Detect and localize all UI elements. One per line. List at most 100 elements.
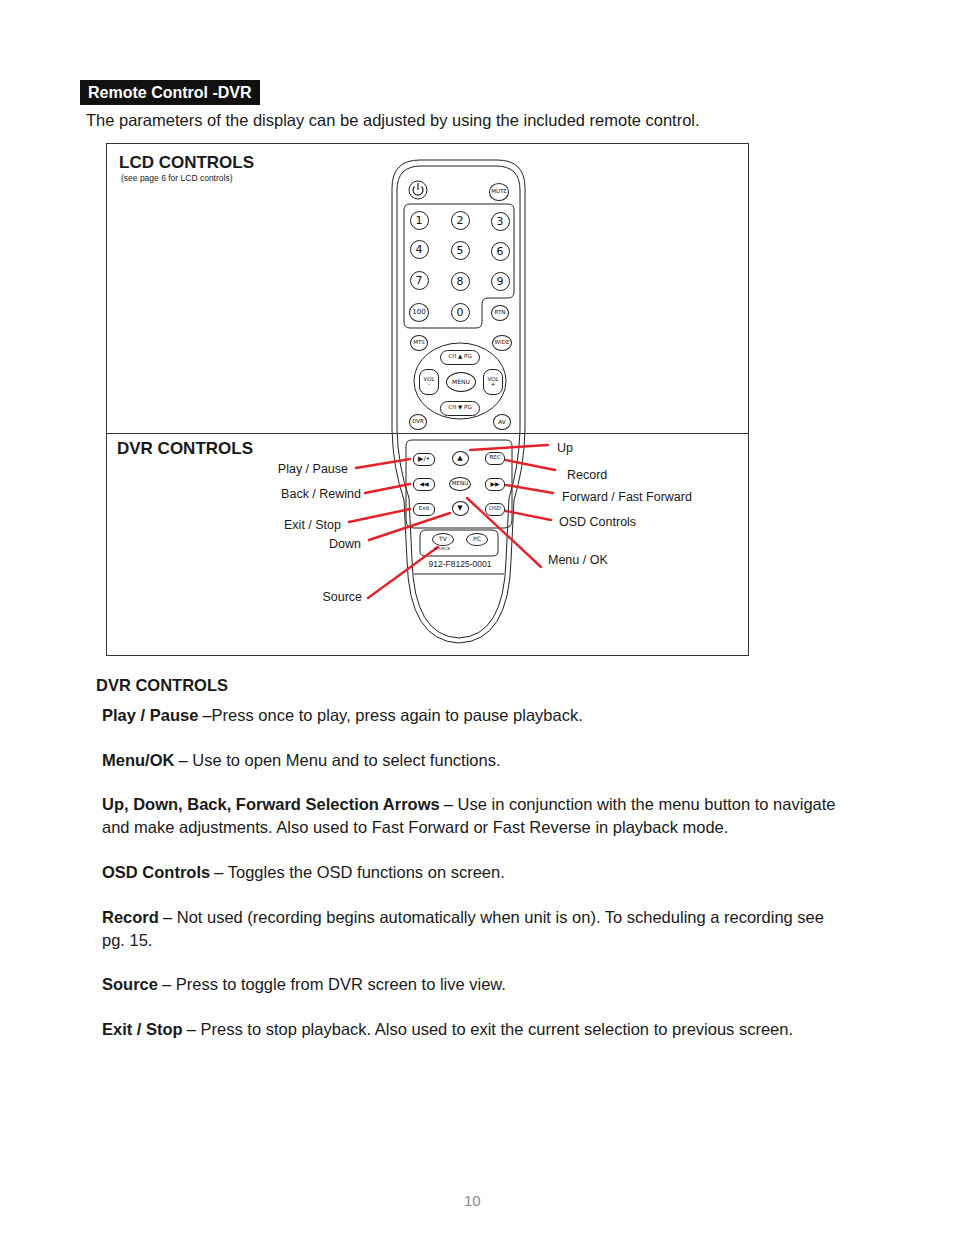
- dvr-controls-panel: DVR CONTROLS▶/•▲REC◀◀MENU▶▶Exit▼OSDTVPC: [106, 433, 749, 656]
- dvr-section-recess: [406, 440, 512, 528]
- callout-label: Down: [328, 537, 362, 551]
- button-label: DVR: [412, 419, 424, 425]
- control-description: – Not used (recording begins automatical…: [102, 908, 824, 949]
- button-label: 1: [416, 215, 423, 226]
- model-number: 912-F8125-0001: [429, 560, 492, 569]
- button-label: 9: [497, 276, 504, 287]
- description-paragraph: Source– Press to toggle from DVR screen …: [102, 973, 847, 996]
- remote-button: VOL+: [483, 369, 503, 395]
- button-label: 0: [457, 307, 464, 318]
- leader-line: [368, 547, 438, 598]
- button-label: OSD: [489, 506, 501, 512]
- page-number: 10: [464, 1192, 481, 1209]
- button-label: CH ▼ PG: [448, 405, 471, 411]
- leader-line: [356, 459, 410, 468]
- leader-line: [349, 509, 410, 522]
- remote-button: MENU: [449, 477, 471, 491]
- remote-button: ▼: [452, 501, 469, 516]
- callout-label: Play / Pause: [277, 462, 349, 476]
- remote-button: CH ▲ PG: [440, 350, 480, 365]
- remote-button: MTS: [410, 335, 428, 351]
- button-label: MENU: [452, 379, 470, 385]
- source-caption: SOURCE: [434, 548, 450, 552]
- remote-button: 6: [491, 242, 510, 261]
- button-label: CH ▲ PG: [448, 354, 471, 360]
- button-label: RTN: [495, 310, 506, 316]
- callout-label: Exit / Stop: [283, 518, 342, 532]
- button-label: REC: [489, 455, 500, 461]
- control-description: –Press once to play, press again to paus…: [202, 706, 582, 724]
- button-label: 6: [497, 246, 504, 257]
- description-paragraph: Menu/OK– Use to open Menu and to select …: [102, 749, 847, 772]
- navigation-ring: [414, 343, 506, 419]
- title-bar: Remote Control -DVR: [80, 80, 260, 105]
- leader-line: [506, 460, 555, 470]
- button-label: PC: [473, 536, 481, 542]
- callout-label: Up: [556, 441, 574, 455]
- button-label: +: [491, 382, 496, 388]
- remote-button: 2: [451, 211, 470, 230]
- button-label: 2: [457, 215, 464, 226]
- description-paragraph: Up, Down, Back, Forward Selection Arrows…: [102, 793, 847, 839]
- remote-button: MENU: [446, 372, 476, 392]
- callout-label: Record: [566, 468, 608, 482]
- remote-button: DVR: [409, 414, 427, 430]
- callout-label: Back / Rewind: [280, 487, 362, 501]
- callout-label: Menu / OK: [547, 553, 609, 567]
- panel-heading: LCD CONTROLS: [119, 153, 254, 173]
- remote-button: REC: [485, 452, 505, 465]
- remote-button: AV: [493, 414, 511, 430]
- button-label: MENU: [452, 481, 468, 487]
- remote-button: TV: [432, 533, 454, 546]
- callout-label: Source: [321, 590, 363, 604]
- button-label: WIDE: [495, 340, 510, 346]
- label-plate-line: [414, 574, 504, 575]
- button-label: ◀◀: [419, 481, 428, 487]
- button-label: Exit: [419, 506, 429, 512]
- control-description: – Press to stop playback. Also used to e…: [187, 1020, 793, 1038]
- callout-label: Forward / Fast Forward: [561, 490, 693, 504]
- leader-line: [506, 485, 553, 493]
- button-label: AV: [498, 419, 506, 425]
- leader-line: [470, 445, 548, 450]
- button-label: 3: [497, 216, 504, 227]
- button-label: ▶/•: [418, 456, 430, 463]
- description-paragraph: Play / Pause–Press once to play, press a…: [102, 704, 847, 727]
- control-description: – Toggles the OSD functions on screen.: [214, 863, 504, 881]
- control-term: Up, Down, Back, Forward Selection Arrows: [102, 795, 440, 813]
- button-label: MTS: [413, 340, 425, 346]
- button-label: -: [428, 382, 430, 388]
- remote-button: 7: [410, 271, 429, 290]
- intro-text: The parameters of the display can be adj…: [86, 111, 700, 130]
- callout-label: OSD Controls: [558, 515, 637, 529]
- remote-button: 0: [451, 303, 470, 322]
- button-label: TV: [439, 536, 447, 542]
- panel-note: (see page 6 for LCD controls): [121, 173, 254, 183]
- remote-button: 5: [451, 241, 470, 260]
- button-label: ▶▶: [490, 481, 499, 487]
- control-term: Menu/OK: [102, 751, 174, 769]
- control-description: – Press to toggle from DVR screen to liv…: [162, 975, 506, 993]
- remote-button: ▲: [452, 451, 469, 466]
- remote-button: 4: [410, 240, 429, 259]
- leader-line: [467, 498, 541, 567]
- number-pad-recess: [404, 204, 514, 328]
- leader-line: [365, 484, 410, 493]
- remote-button: WIDE: [492, 335, 512, 351]
- remote-button: RTN: [491, 305, 509, 321]
- section-title: Remote Control -DVR: [88, 84, 252, 102]
- button-label: 4: [416, 244, 423, 255]
- button-label: 8: [457, 276, 464, 287]
- remote-button: PC: [466, 533, 488, 546]
- button-label: ▲: [457, 455, 462, 462]
- remote-button: 100: [409, 303, 429, 322]
- control-term: Exit / Stop: [102, 1020, 183, 1038]
- power-icon: [417, 183, 418, 190]
- section-heading: DVR CONTROLS: [96, 676, 228, 695]
- leader-line: [506, 511, 551, 520]
- remote-button: 9: [491, 272, 510, 291]
- remote-button: MUTE: [489, 183, 510, 201]
- control-term: Play / Pause: [102, 706, 198, 724]
- description-paragraph: Exit / Stop– Press to stop playback. Als…: [102, 1018, 847, 1041]
- remote-button: OSD: [485, 503, 505, 516]
